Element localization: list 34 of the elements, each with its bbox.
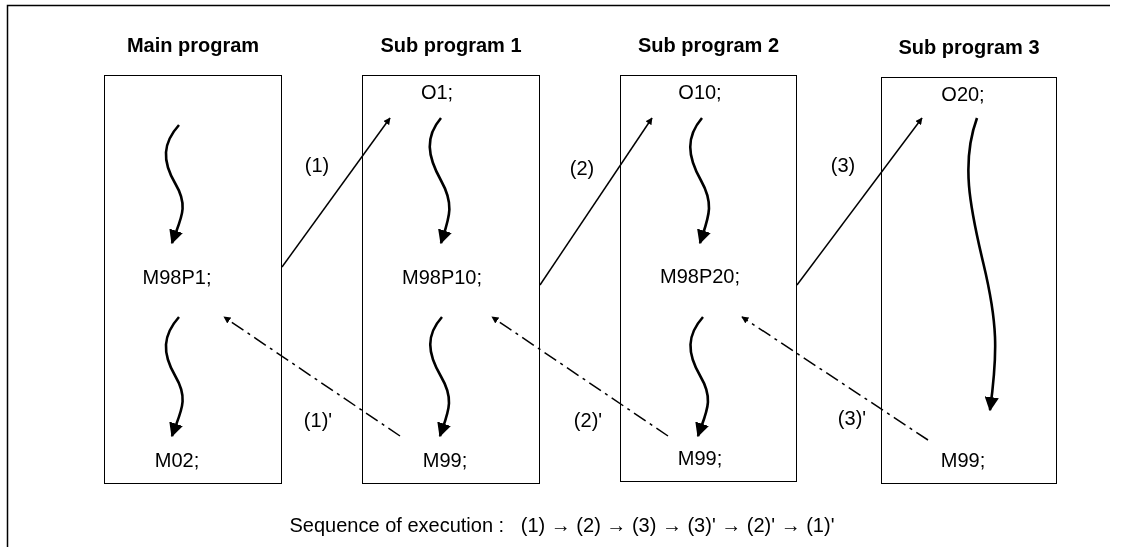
edge-label: (2) xyxy=(568,157,596,179)
code-line: M98P20; xyxy=(659,265,741,287)
return-arrow xyxy=(223,316,401,437)
code-line: O1; xyxy=(420,81,454,103)
box-heading: Sub program 1 xyxy=(380,34,522,57)
code-line: M98P10; xyxy=(401,266,483,288)
edge-label: (3)' xyxy=(836,407,868,429)
edge-label: (1)' xyxy=(302,409,334,431)
edge-label: (2)' xyxy=(572,409,604,431)
call-arrow xyxy=(796,117,923,286)
call-arrow xyxy=(539,117,653,286)
flow-arrow xyxy=(689,316,710,438)
flow-arrow xyxy=(164,124,184,245)
code-line: M99; xyxy=(422,449,468,471)
flow-arrow xyxy=(967,117,999,412)
box-heading: Sub program 3 xyxy=(898,36,1040,59)
flow-arrow xyxy=(689,117,711,245)
flow-arrow xyxy=(429,316,451,438)
call-arrow xyxy=(281,117,391,268)
code-line: M02; xyxy=(154,449,200,471)
code-line: M98P1; xyxy=(142,266,212,288)
edge-label: (1) xyxy=(303,154,331,176)
sequence-note: Sequence of execution : (1) → (2) → (3) → (3)' → (2)' → (1)' xyxy=(289,514,835,537)
code-line: M99; xyxy=(940,449,986,471)
return-arrow xyxy=(741,316,929,441)
flow-arrow xyxy=(428,117,452,245)
code-line: M99; xyxy=(677,447,723,469)
return-arrow xyxy=(491,316,669,437)
edge-label: (3) xyxy=(829,154,857,176)
flow-arrow xyxy=(164,316,184,438)
box-heading: Sub program 2 xyxy=(637,34,780,57)
box-heading: Main program xyxy=(126,34,260,57)
code-line: O10; xyxy=(678,81,722,103)
code-line: O20; xyxy=(941,83,985,105)
